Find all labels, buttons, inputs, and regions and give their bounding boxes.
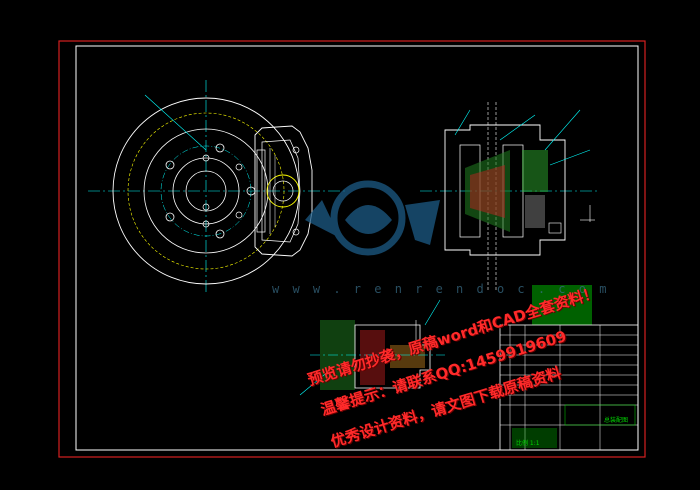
bolt-hole — [165, 160, 175, 170]
piston-inner — [272, 180, 294, 202]
disc-front-view — [88, 80, 348, 292]
bolt-hole — [215, 143, 225, 153]
detail-view — [299, 299, 445, 396]
hatch-grey — [525, 195, 545, 228]
outer-frame — [58, 40, 646, 458]
tb-title-cell — [564, 404, 636, 426]
leader-line — [299, 369, 331, 396]
bolt-hole — [202, 154, 210, 162]
detail-outline — [354, 324, 431, 389]
caliper-section-outline — [444, 124, 566, 256]
disc-inner-circle — [143, 128, 269, 254]
piston-circle — [266, 174, 300, 208]
logo-glyph-icon — [305, 200, 340, 238]
leader-line — [544, 109, 581, 151]
center-bore-circle — [185, 170, 227, 212]
title-block-green — [532, 285, 592, 325]
leader-line — [549, 149, 591, 166]
detail-hatch-red — [360, 330, 385, 385]
title-block — [499, 285, 639, 451]
leader-line — [424, 299, 441, 326]
detail-hatch-amber — [390, 345, 425, 368]
hatch-green-2 — [522, 150, 548, 192]
mount-hole — [292, 228, 300, 236]
inner-frame — [75, 45, 639, 451]
section-view — [420, 102, 600, 292]
leader-line — [499, 114, 536, 141]
bolt-hole — [202, 220, 210, 228]
bleed-screw — [548, 222, 562, 234]
pad-plate — [256, 149, 266, 233]
leader-line — [144, 94, 207, 151]
caliper-inner — [261, 139, 301, 243]
bolt-hole — [235, 211, 243, 219]
watermark-url: w w w . r e n r e n d o c . c o m — [272, 282, 610, 296]
bolt-hole — [165, 212, 175, 222]
title-block-outline — [499, 324, 639, 451]
drawing-scale: 比例 1:1 — [516, 440, 540, 447]
bolt-hole — [215, 229, 225, 239]
hub-circle — [172, 157, 240, 225]
watermark-logo — [305, 180, 440, 256]
logo-ring-icon — [330, 180, 406, 256]
bolt-hole — [235, 163, 243, 171]
mount-hole — [292, 146, 300, 154]
logo-mark-icon — [345, 205, 392, 234]
disc-friction-circle — [127, 112, 285, 270]
hatch-red — [470, 165, 505, 218]
bolt-pitch-circle — [160, 145, 252, 237]
drawing-title: 总装配图 — [604, 417, 629, 424]
bolt-hole — [202, 203, 210, 211]
tb-green-cell — [512, 428, 557, 448]
logo-glyph-icon — [405, 200, 440, 245]
leader-line — [454, 109, 471, 136]
